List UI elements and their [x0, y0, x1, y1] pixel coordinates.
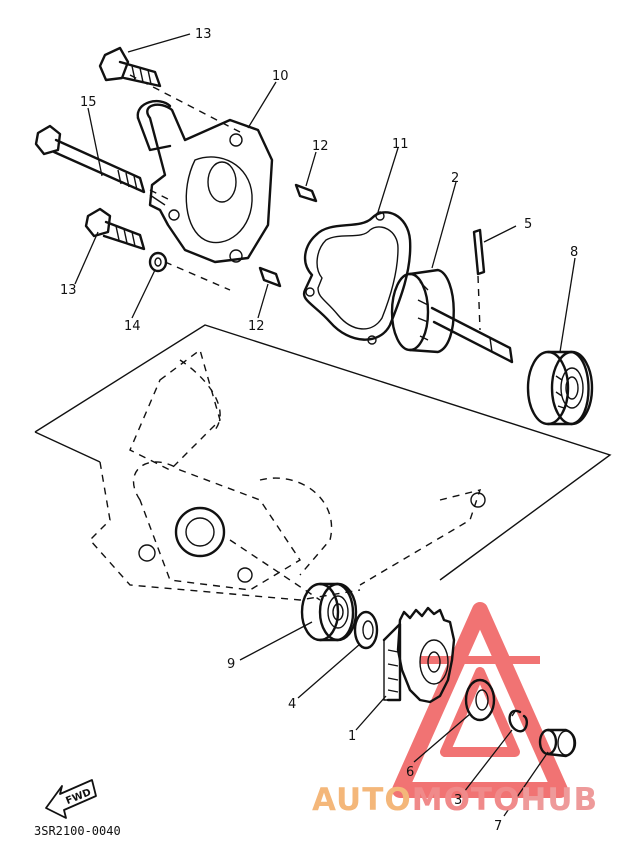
- callout-14: 14: [124, 319, 141, 334]
- pump-cover-10: [129, 74, 274, 291]
- callout-numbers: 13 10 15 12 11 2 5 8 13 14 12 9 4 1 6 3 …: [60, 27, 578, 834]
- diagram-code: 3SR2100-0040: [34, 824, 121, 838]
- callout-3: 3: [454, 793, 462, 808]
- bolt-13-lower: [84, 207, 146, 251]
- washer-4: [353, 610, 379, 650]
- watermark-moto: MOTO: [412, 782, 521, 818]
- impeller-shaft-2: [390, 268, 514, 364]
- gasket-11: [302, 211, 412, 345]
- callout-5: 5: [524, 217, 532, 232]
- pin-5: [472, 228, 486, 331]
- callout-10: 10: [272, 69, 289, 84]
- callout-6: 6: [406, 765, 414, 780]
- gear-1: [382, 606, 456, 704]
- callout-12-upper: 12: [312, 139, 329, 154]
- callout-13-lower: 13: [60, 283, 77, 298]
- watermark-auto: AUTO: [312, 782, 412, 818]
- bearing-9: [229, 539, 358, 642]
- bearing-8: [526, 350, 594, 426]
- circlip-3: [508, 709, 528, 733]
- dowel-pin-12-lower: [258, 266, 282, 288]
- callout-2: 2: [451, 171, 459, 186]
- crankcase-plane: [34, 324, 612, 601]
- callout-7: 7: [494, 819, 502, 834]
- watermark-hub: HUB: [520, 782, 598, 818]
- bolt-13-upper: [98, 46, 162, 88]
- watermark-text: AUTOMOTOHUB: [312, 782, 598, 818]
- callout-15: 15: [80, 95, 97, 110]
- fwd-arrow-icon: FWD: [45, 779, 97, 819]
- collar-7: [538, 728, 577, 758]
- leader-lines: [74, 33, 576, 817]
- washer-14: [148, 251, 168, 273]
- callout-1: 1: [348, 729, 356, 744]
- callout-8: 8: [570, 245, 578, 260]
- callout-9: 9: [227, 657, 235, 672]
- washer-6: [464, 678, 496, 722]
- callout-4: 4: [288, 697, 296, 712]
- svg-text:AUTOMOTOHUB: AUTOMOTOHUB: [312, 782, 598, 818]
- callout-11: 11: [392, 137, 409, 152]
- callout-12-lower: 12: [248, 319, 265, 334]
- dowel-pin-12-upper: [294, 183, 318, 203]
- callout-13-upper: 13: [195, 27, 212, 42]
- crankcase-boss: [138, 492, 486, 583]
- bolt-15-long: [34, 124, 146, 194]
